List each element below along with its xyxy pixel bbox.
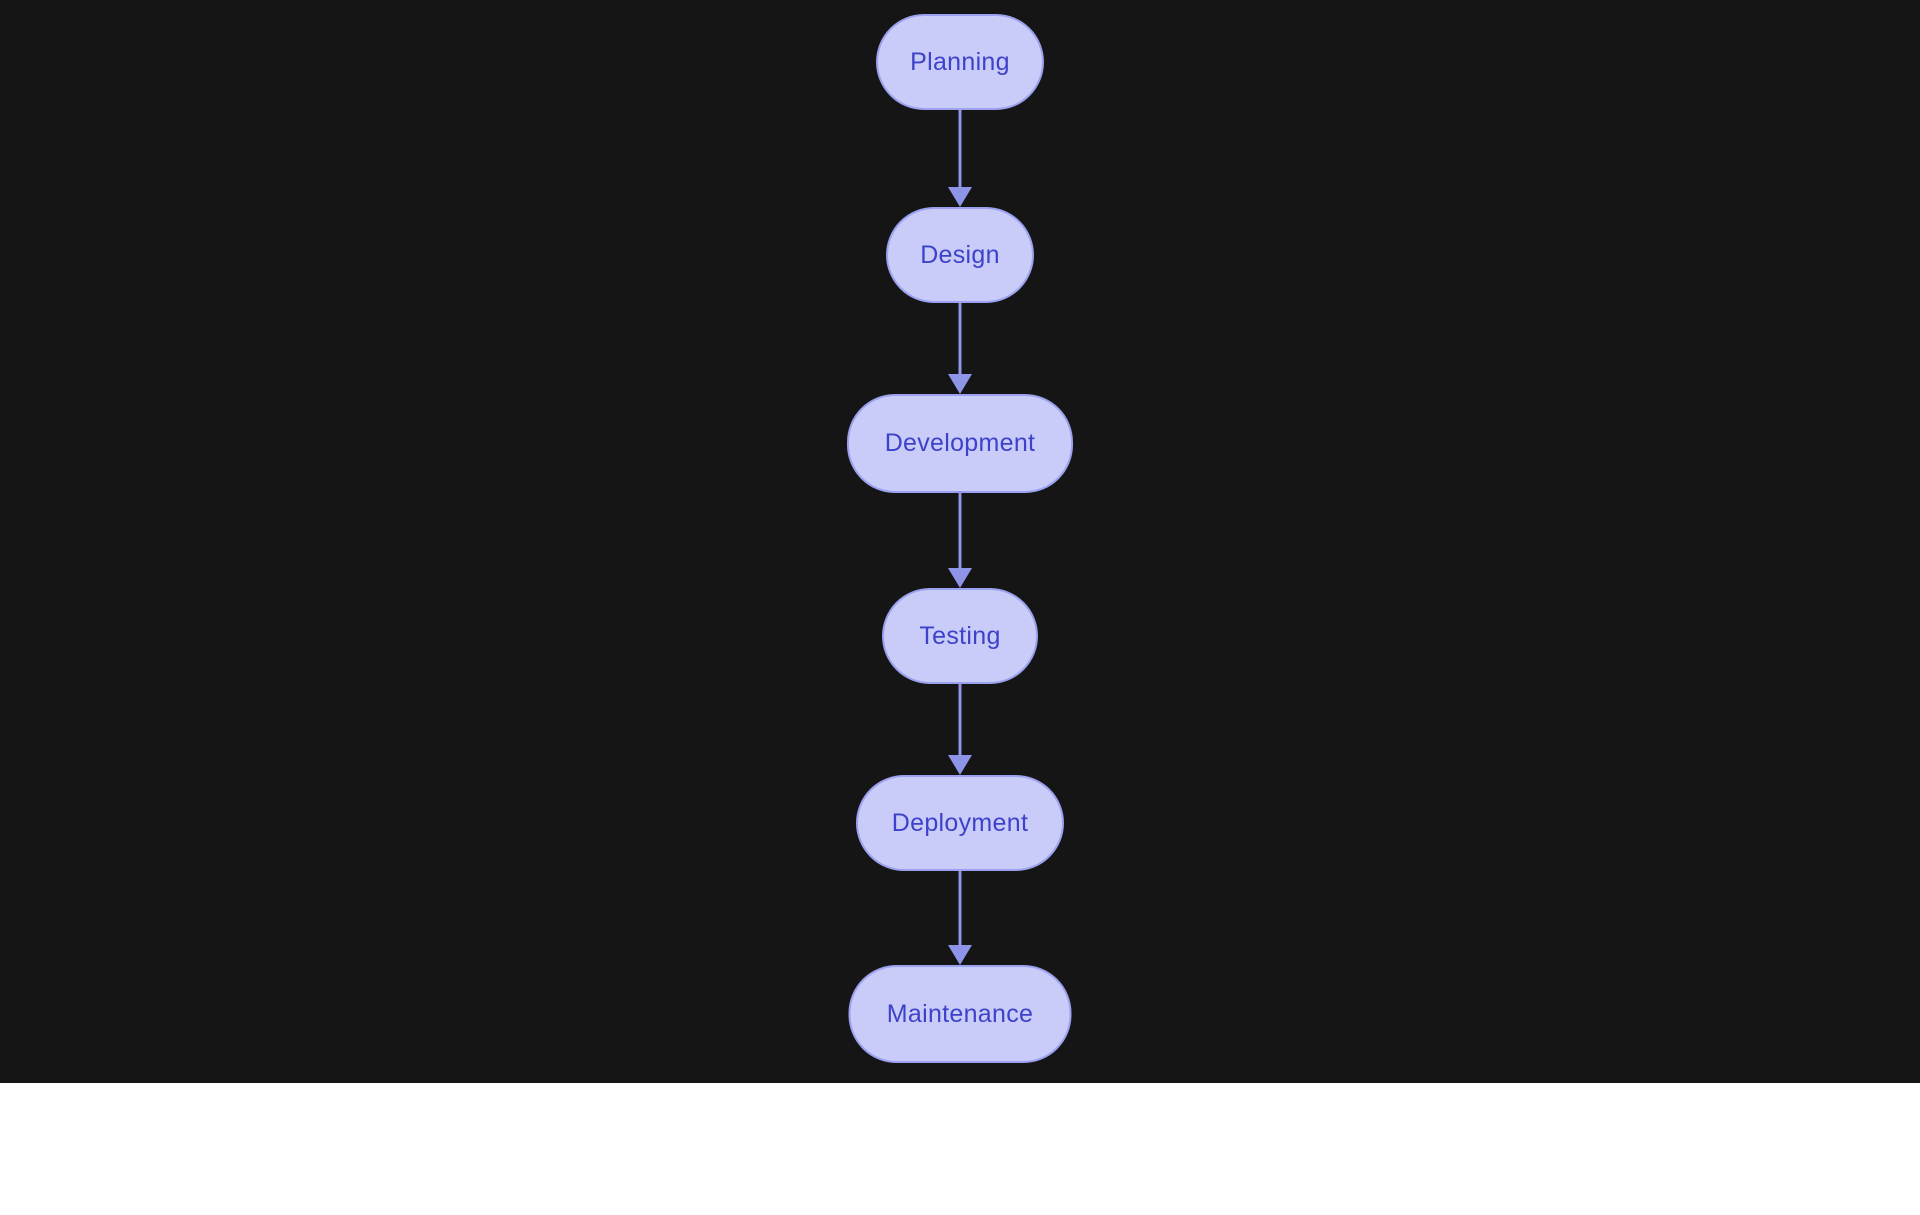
flow-node-testing: Testing xyxy=(882,588,1038,684)
flow-node-design: Design xyxy=(886,207,1034,303)
arrow-head-icon xyxy=(948,945,972,965)
flow-node-label: Testing xyxy=(919,621,1001,650)
arrow-shaft xyxy=(958,491,962,570)
arrow-shaft xyxy=(958,110,962,189)
arrow-head-icon xyxy=(948,187,972,207)
flow-arrow-planning-design xyxy=(948,110,972,207)
flow-node-development: Development xyxy=(847,394,1073,493)
flow-arrow-development-testing xyxy=(948,491,972,588)
arrow-head-icon xyxy=(948,568,972,588)
flow-node-deployment: Deployment xyxy=(856,775,1064,871)
arrow-head-icon xyxy=(948,374,972,394)
flow-node-planning: Planning xyxy=(876,14,1044,110)
diagram-area: Planning Design Development Testing xyxy=(0,0,1920,1083)
flow-node-label: Maintenance xyxy=(886,999,1034,1028)
footer-strip xyxy=(0,1083,1920,1215)
arrow-shaft xyxy=(958,683,962,757)
flow-node-maintenance: Maintenance xyxy=(848,965,1072,1063)
flow-node-label: Deployment xyxy=(891,808,1029,837)
flow-node-label: Design xyxy=(920,240,1000,269)
flow-arrow-deployment-maintenance xyxy=(948,871,972,965)
flow-node-label: Planning xyxy=(910,47,1010,76)
arrow-shaft xyxy=(958,871,962,947)
flow-arrow-design-development xyxy=(948,303,972,394)
flow-node-label: Development xyxy=(884,429,1036,457)
arrow-head-icon xyxy=(948,755,972,775)
flow-arrow-testing-deployment xyxy=(948,683,972,775)
arrow-shaft xyxy=(958,303,962,376)
